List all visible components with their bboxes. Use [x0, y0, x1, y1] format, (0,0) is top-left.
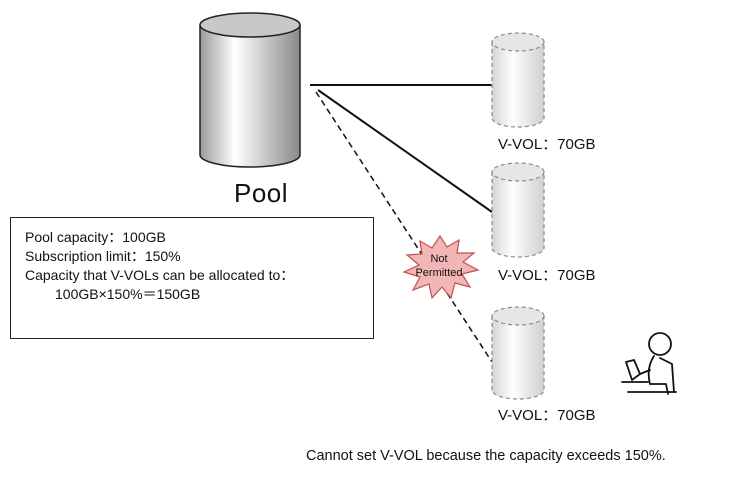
volume-label: V-VOL：70GB: [498, 407, 596, 424]
pool-cylinder-icon: [199, 12, 301, 168]
volume-cylinder-icon: [491, 162, 545, 258]
not-permitted-line1: Not: [430, 253, 448, 265]
person-at-laptop-icon: [621, 332, 677, 395]
connection-line-2: [317, 89, 493, 213]
volume-cylinder-icon: [491, 306, 545, 400]
volume-cylinder-icon: [491, 32, 545, 128]
pool-info-box: Pool capacity：100GB Subscription limit：1…: [10, 217, 374, 339]
error-caption: Cannot set V-VOL because the capacity ex…: [306, 448, 666, 464]
not-permitted-line2: Permitted: [415, 267, 463, 279]
connection-line-3: [315, 91, 493, 363]
pool-label: Pool: [234, 178, 289, 208]
volume-label: V-VOL：70GB: [498, 136, 596, 153]
not-permitted-burst-icon: [402, 234, 480, 300]
capacity-formula-text: 100GB×150%＝150GB: [55, 286, 201, 302]
volume-label: V-VOL：70GB: [498, 267, 596, 284]
allocatable-capacity-text: Capacity that V-VOLs can be allocated to…: [25, 267, 295, 283]
not-permitted-label: Not Permitted: [403, 252, 475, 280]
pool-capacity-text: Pool capacity：100GB: [25, 229, 166, 245]
subscription-limit-text: Subscription limit：150%: [25, 248, 181, 264]
